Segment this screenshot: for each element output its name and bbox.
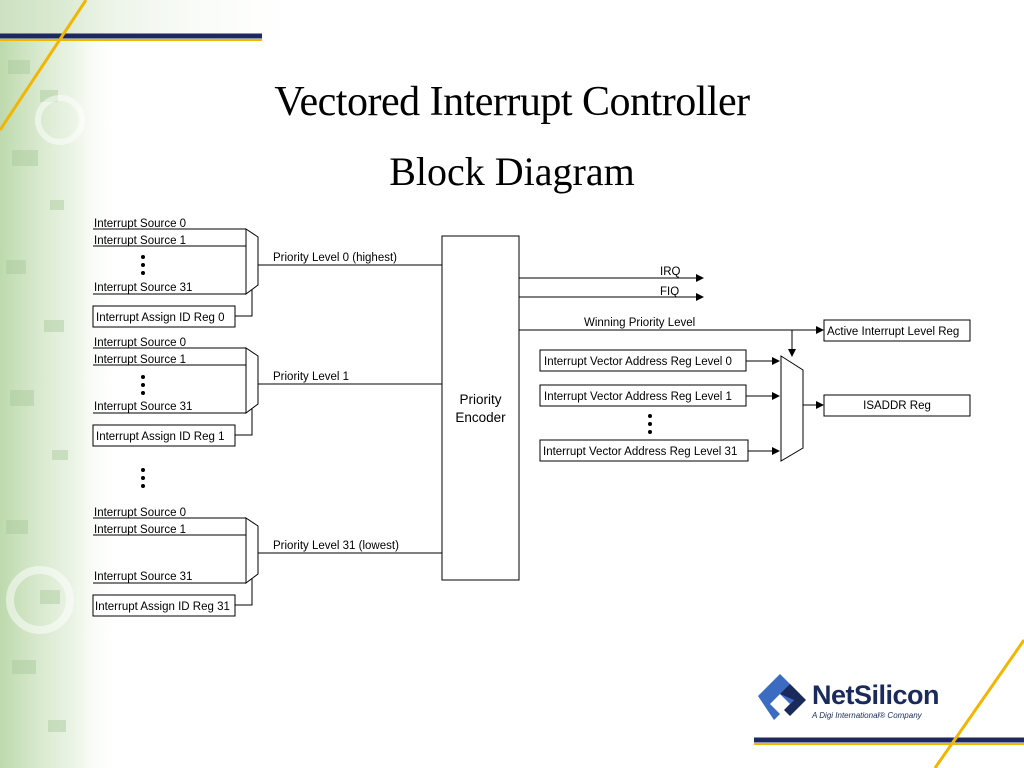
winning-priority-label: Winning Priority Level (584, 317, 695, 329)
slide-title: Vectored Interrupt Controller (274, 79, 750, 125)
priority-level-1-label: Priority Level 1 (273, 371, 349, 383)
selector-mux-0 (245, 228, 259, 295)
slide-subtitle: Block Diagram (389, 149, 635, 194)
interrupt-assign-id-reg-1-label: Interrupt Assign ID Reg 1 (96, 431, 224, 443)
priority-group-0: Interrupt Source 0 Interrupt Source 1 In… (92, 218, 442, 328)
vector-address-reg-level-0-label: Interrupt Vector Address Reg Level 0 (544, 356, 732, 368)
priority-group-31: Interrupt Source 0 Interrupt Source 1 In… (92, 507, 442, 617)
active-interrupt-level-reg[interactable] (823, 319, 971, 342)
vector-mux (780, 355, 804, 462)
isaddr-reg[interactable] (823, 394, 971, 417)
interrupt-assign-id-reg-31-label: Interrupt Assign ID Reg 31 (95, 601, 230, 613)
interrupt-source-1-label: Interrupt Source 1 (94, 524, 186, 536)
interrupt-source-31-label: Interrupt Source 31 (94, 401, 192, 413)
netsilicon-logo-icon (758, 674, 806, 720)
logo-name: NetSilicon (812, 680, 940, 710)
priority-group-1: Interrupt Source 0 Interrupt Source 1 In… (92, 337, 442, 447)
interrupt-source-1-label: Interrupt Source 1 (94, 235, 186, 247)
priority-level-31-label: Priority Level 31 (lowest) (273, 540, 399, 552)
priority-level-0-label: Priority Level 0 (highest) (273, 252, 397, 264)
interrupt-source-31-label: Interrupt Source 31 (94, 282, 192, 294)
vector-address-reg-level-31-label: Interrupt Vector Address Reg Level 31 (543, 446, 737, 458)
interrupt-source-1-label: Interrupt Source 1 (94, 354, 186, 366)
logo-tagline: A Digi International® Company (812, 711, 922, 720)
isaddr-reg-label: ISADDR Reg (863, 400, 931, 412)
interrupt-source-0-label: Interrupt Source 0 (94, 218, 186, 230)
selector-mux-31 (245, 517, 259, 584)
irq-label: IRQ (660, 266, 681, 278)
interrupt-source-0-label: Interrupt Source 0 (94, 337, 186, 349)
priority-encoder-label-2: Encoder (455, 410, 506, 425)
active-interrupt-level-reg-label: Active Interrupt Level Reg (827, 326, 959, 338)
ellipsis-dots-vectors (648, 414, 652, 434)
priority-encoder[interactable] (441, 235, 520, 581)
ellipsis-dots (141, 375, 145, 395)
vector-address-reg-level-1-label: Interrupt Vector Address Reg Level 1 (544, 391, 732, 403)
ellipsis-dots-groups (141, 468, 145, 488)
interrupt-source-31-label: Interrupt Source 31 (94, 571, 192, 583)
priority-encoder-label-1: Priority (459, 392, 501, 407)
interrupt-assign-id-reg-0-label: Interrupt Assign ID Reg 0 (96, 312, 224, 324)
fiq-label: FIQ (660, 286, 679, 298)
ellipsis-dots (141, 255, 145, 275)
interrupt-source-0-label: Interrupt Source 0 (94, 507, 186, 519)
selector-mux-1 (245, 347, 259, 414)
